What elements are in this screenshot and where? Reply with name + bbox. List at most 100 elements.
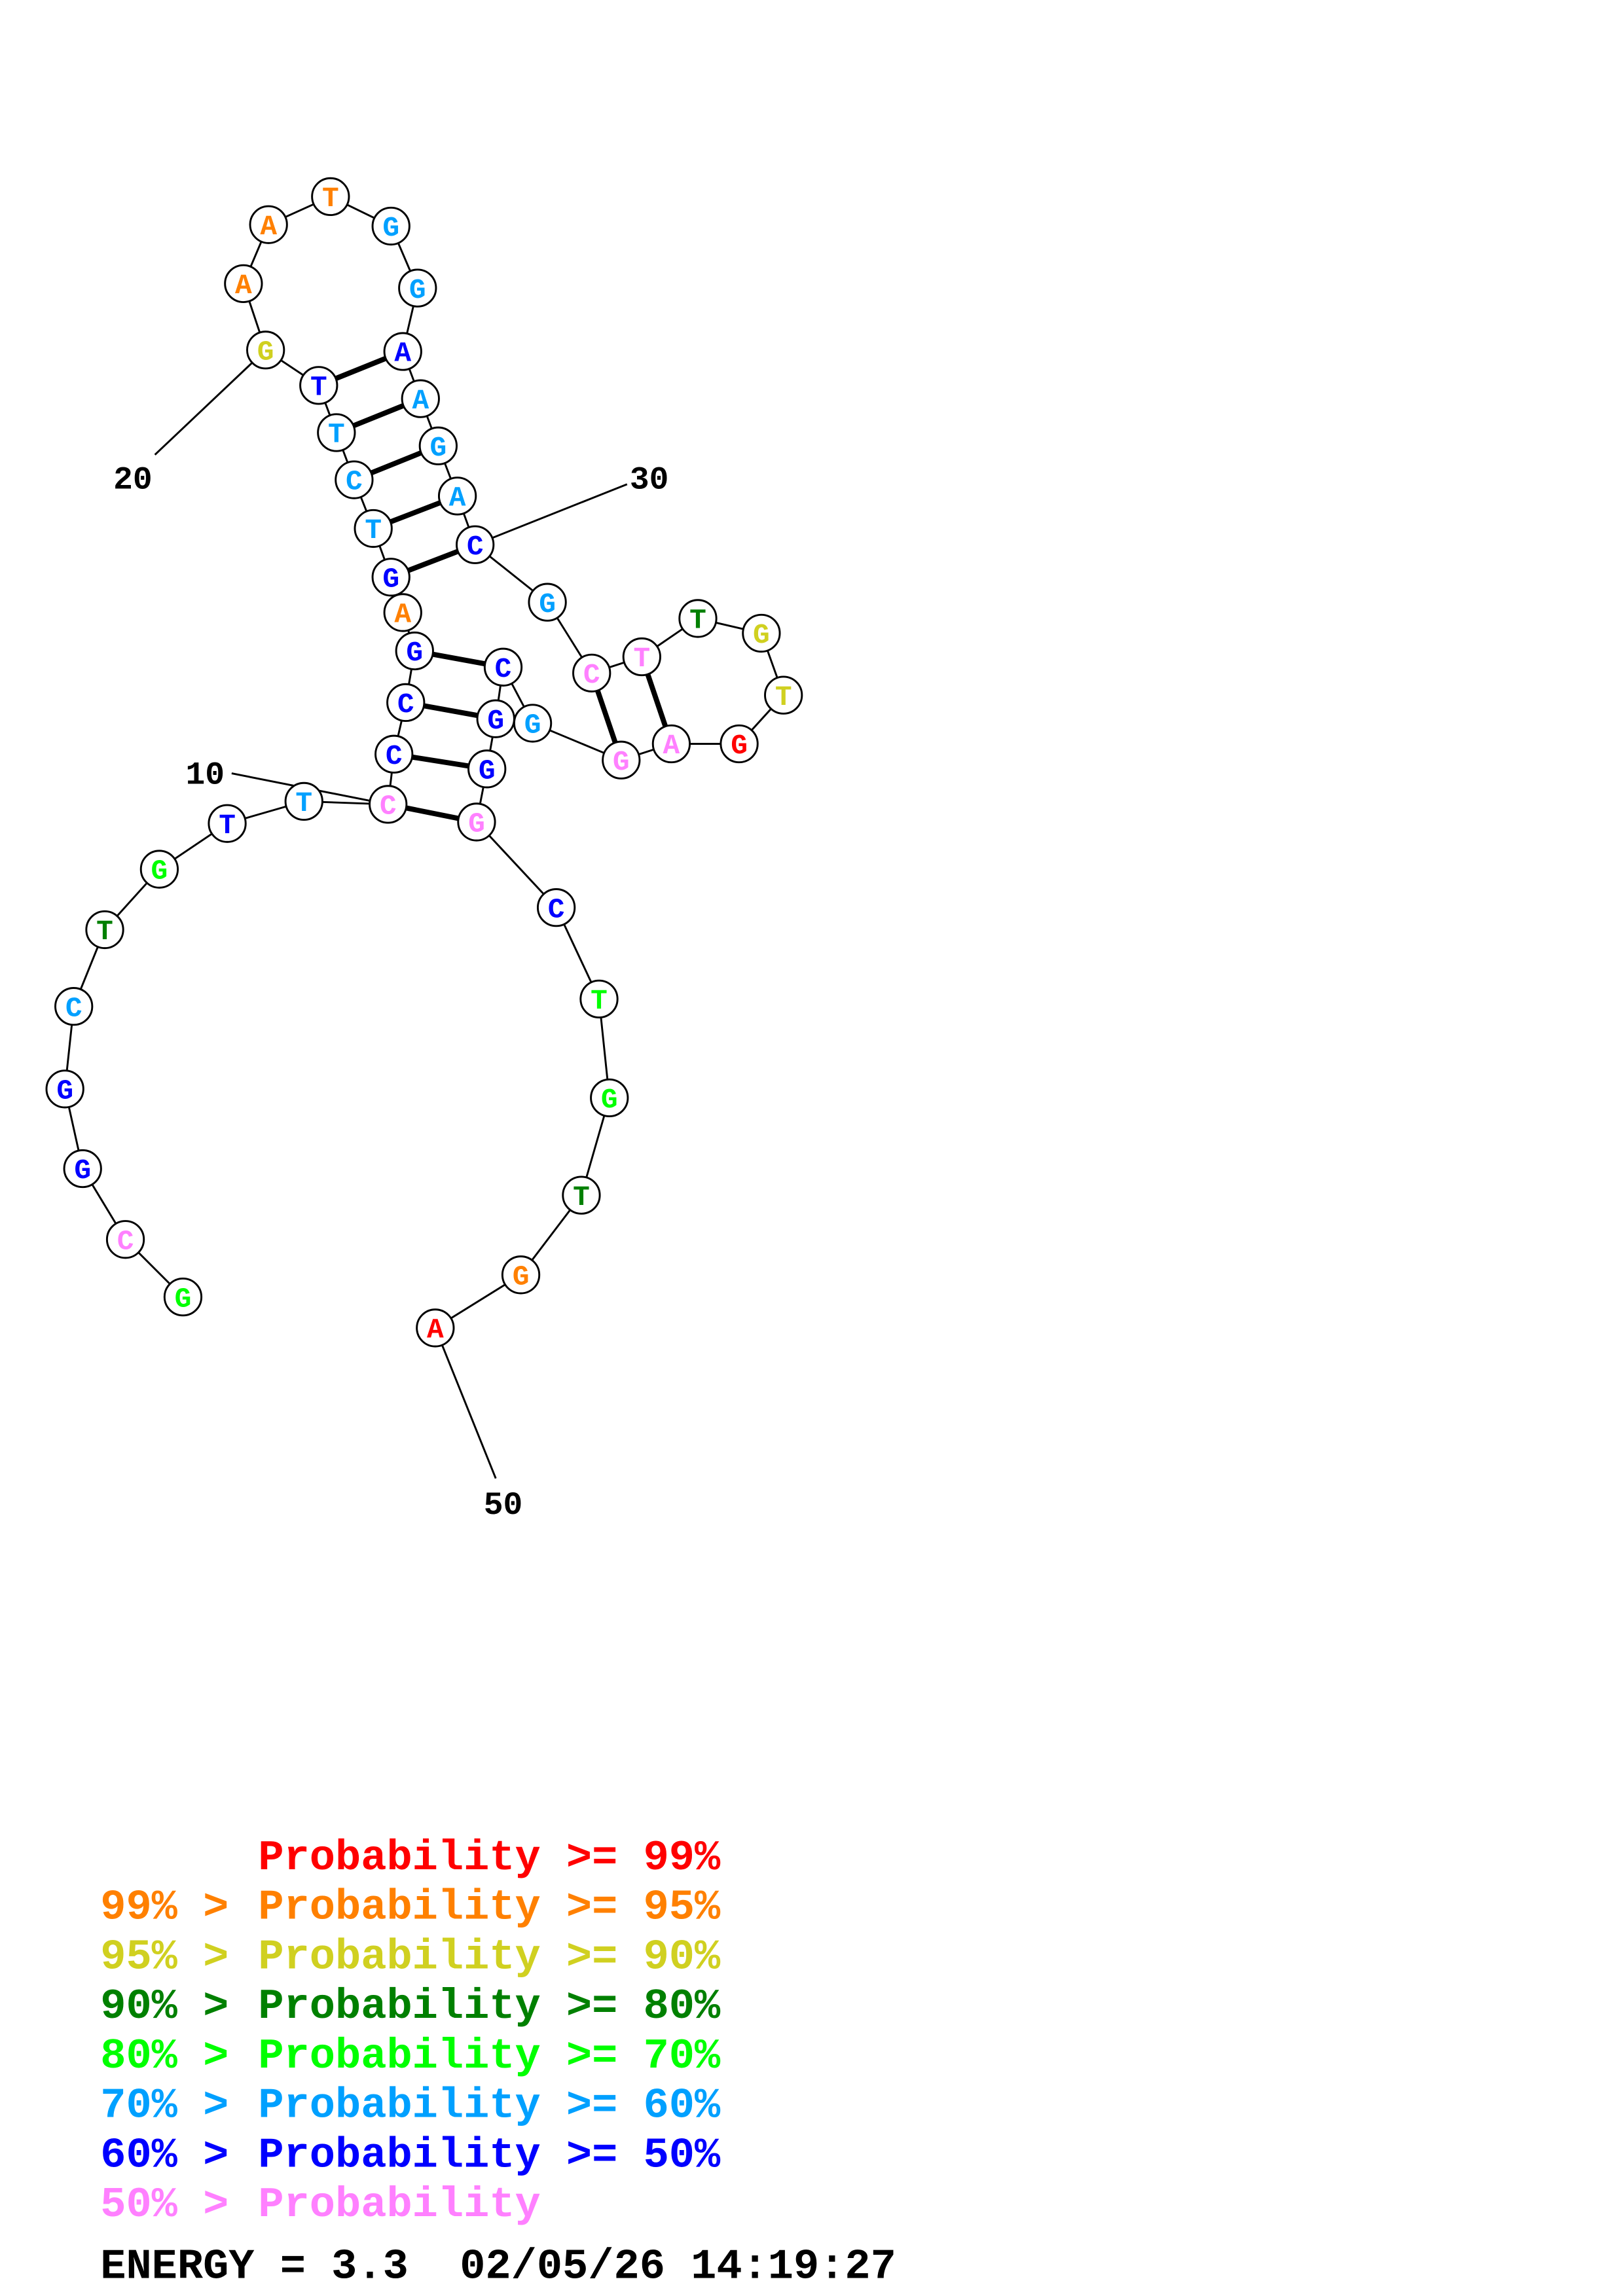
legend-entry: Probability >= 99% (258, 1834, 721, 1882)
nucleotide-circle (476, 699, 515, 738)
nucleotide-letter: A (449, 482, 466, 514)
position-label-tick (154, 349, 266, 456)
nucleotide-circle (401, 379, 440, 418)
nucleotide-letter: T (322, 183, 339, 215)
nucleotide: T (311, 177, 350, 217)
nucleotide-letter: T (591, 985, 608, 1017)
nucleotide: G (501, 1255, 541, 1295)
nucleotide-circle (284, 781, 323, 821)
nucleotide-letter: T (295, 787, 312, 819)
nucleotide-letter: T (689, 605, 706, 637)
nucleotide-letter: C (346, 466, 363, 498)
nucleotide-letter: G (613, 746, 630, 778)
nucleotide: C (54, 987, 94, 1026)
legend-label: Probability >= 70% (258, 2032, 721, 2081)
probability-legend: Probability >= 99%99% > Probability >= 9… (100, 1834, 721, 2229)
nucleotide-circle (85, 910, 124, 950)
nucleotide: A (416, 1308, 455, 1348)
nucleotide-letter: G (524, 709, 541, 742)
nucleotide: C (572, 653, 611, 692)
legend-entry: 60% > Probability >= 50% (100, 2131, 721, 2179)
legend-prefix: 80% > (100, 2032, 254, 2081)
nucleotide: G (476, 699, 515, 738)
position-label: 50 (484, 1487, 523, 1524)
nucleotide: G (45, 1069, 84, 1109)
nucleotide-circle (383, 332, 422, 371)
nucleotide: C (386, 683, 426, 723)
energy-footer: ENERGY = 3.3 02/05/26 14:19:27 (100, 2242, 896, 2291)
nucleotide-circle (249, 205, 288, 244)
backbone-link (475, 821, 557, 908)
legend-entry: 99% > Probability >= 95% (100, 1884, 721, 1932)
nucleotide: G (139, 850, 179, 889)
legend-entry: 70% > Probability >= 60% (100, 2082, 721, 2130)
nucleotide: C (374, 734, 414, 774)
nucleotide: G (742, 613, 781, 653)
nucleotide: T (284, 781, 323, 821)
nucleotide-circle (562, 1175, 601, 1215)
legend-label: Probability >= 99% (258, 1834, 721, 1882)
nucleotide: T (85, 910, 124, 950)
nucleotide-letter: G (406, 637, 423, 669)
nucleotide-letter: T (96, 916, 113, 948)
nucleotide-letter: C (397, 689, 414, 721)
nucleotide-circle (371, 206, 410, 246)
nucleotide: T (622, 637, 661, 677)
position-label-tick (434, 1327, 497, 1479)
legend-prefix: 90% > (100, 1982, 254, 2031)
nucleotide-circle (572, 653, 611, 692)
nucleotide-circle (105, 1220, 145, 1259)
legend-label: Probability (258, 2181, 540, 2229)
nucleotide-circle (418, 426, 458, 465)
nucleotide: A (383, 332, 422, 371)
nucleotide-circle (208, 804, 247, 843)
legend-prefix: 95% > (100, 1933, 254, 1981)
nucleotide-circle (398, 268, 437, 308)
nucleotide: A (437, 476, 477, 516)
nucleotide-circle (395, 631, 434, 671)
nucleotide-letter: G (539, 588, 556, 620)
nucleotide-circle (45, 1069, 84, 1109)
legend-prefix: 60% > (100, 2131, 254, 2179)
legend-prefix: 70% > (100, 2082, 254, 2130)
nucleotide-letter: T (219, 810, 236, 842)
nucleotide-letter: C (495, 653, 512, 685)
nucleotide: C (456, 525, 495, 564)
nucleotide-circle (651, 724, 691, 764)
legend-label: Probability >= 95% (258, 1884, 721, 1932)
nucleotide-letter: G (601, 1084, 618, 1116)
nucleotide: T (317, 413, 356, 452)
nucleotide-letter: G (382, 563, 399, 595)
nucleotide-letter: C (380, 791, 397, 823)
nucleotide: G (457, 802, 496, 842)
nucleotide-letter: C (65, 992, 82, 1024)
nucleotide: T (299, 366, 338, 405)
nucleotide-circle (528, 583, 567, 622)
nucleotide-circle (139, 850, 179, 889)
nucleotide-circle (374, 734, 414, 774)
nucleotide: G (163, 1277, 203, 1317)
nucleotide: A (224, 264, 263, 304)
nucleotide-letter: G (257, 336, 274, 368)
nucleotide-circle (317, 413, 356, 452)
legend-entry: 95% > Probability >= 90% (100, 1933, 721, 1981)
nucleotide-letter: A (394, 599, 411, 631)
nucleotide-circle (369, 785, 408, 824)
nucleotide-circle (764, 675, 803, 715)
legend-prefix: 50% > (100, 2181, 254, 2229)
nucleotide-circle (456, 525, 495, 564)
nucleotide: G (371, 206, 410, 246)
nucleotide-circle (354, 509, 393, 548)
nucleotide-letter: G (151, 855, 168, 888)
nucleotide-circle (246, 331, 285, 370)
nucleotide-letter: C (467, 531, 484, 563)
nucleotide-letter: G (56, 1075, 73, 1107)
nucleotide-circle (501, 1255, 541, 1295)
nucleotide: T (562, 1175, 601, 1215)
nucleotide-circle (483, 647, 523, 687)
nucleotide-circle (163, 1277, 203, 1317)
legend-entry: 50% > Probability (100, 2181, 540, 2229)
legend-entry: 90% > Probability >= 80% (100, 1982, 721, 2031)
